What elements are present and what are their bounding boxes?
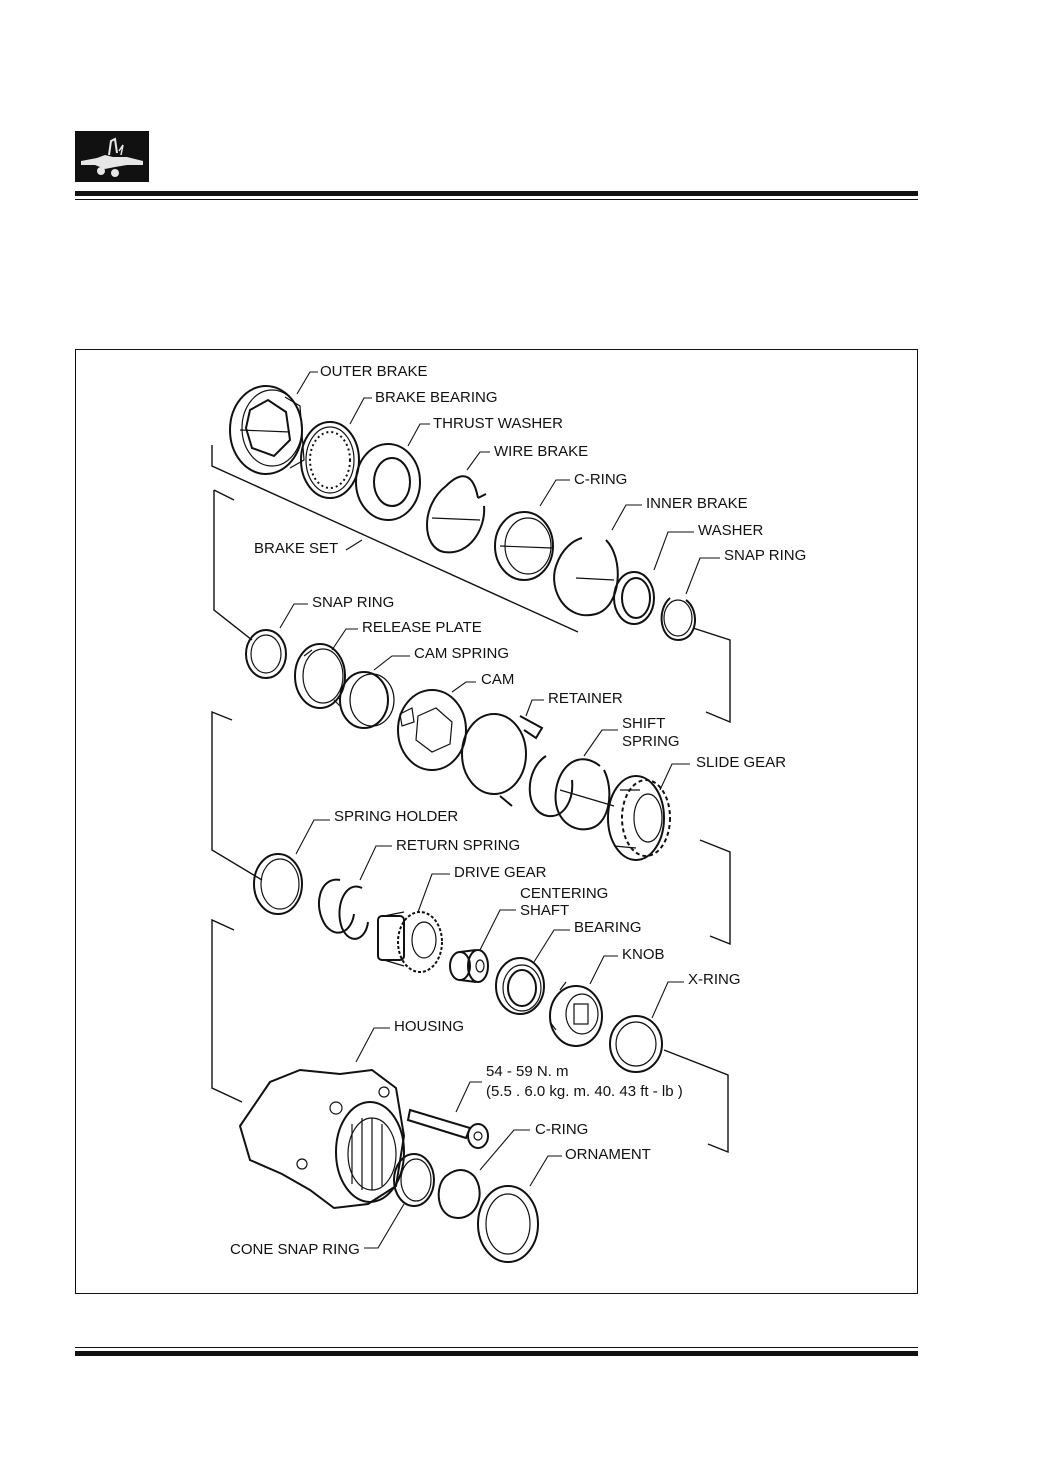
- leader-lines: [279, 371, 720, 1249]
- bolt-part: [406, 1108, 489, 1149]
- label-bearing: BEARING: [574, 919, 642, 936]
- housing-part: [238, 1068, 406, 1210]
- label-torque-line1: 54 - 59 N. m: [486, 1063, 569, 1080]
- company-logo: [75, 131, 149, 182]
- header-rule-thick: [75, 191, 918, 196]
- footer-rule-thin: [75, 1347, 918, 1348]
- header-rule-thin: [75, 199, 918, 200]
- outer-brake-part: [229, 385, 305, 475]
- label-knob: KNOB: [622, 946, 665, 963]
- label-wire-brake: WIRE BRAKE: [494, 443, 588, 460]
- label-drive-gear: DRIVE GEAR: [454, 864, 547, 881]
- label-c-ring-bottom: C-RING: [535, 1121, 588, 1138]
- label-return-spring: RETURN SPRING: [396, 837, 520, 854]
- inner-brake-part: [553, 537, 619, 617]
- label-torque-line2: (5.5 . 6.0 kg. m. 40. 43 ft - lb ): [486, 1083, 683, 1100]
- label-brake-bearing: BRAKE BEARING: [375, 389, 498, 406]
- ornament-part: [477, 1185, 539, 1263]
- brake-bearing-part: [300, 421, 360, 499]
- snap-ring-top-part: [660, 597, 697, 642]
- label-housing: HOUSING: [394, 1018, 464, 1035]
- label-thrust-washer: THRUST WASHER: [433, 415, 563, 432]
- c-ring-bottom-part: [437, 1169, 481, 1220]
- label-shift-spring-line1: SHIFT: [622, 715, 665, 732]
- knob-part: [549, 981, 603, 1047]
- label-cone-snap-ring: CONE SNAP RING: [230, 1241, 360, 1258]
- spring-holder-part: [253, 853, 303, 915]
- centering-shaft-part: [449, 949, 489, 983]
- label-outer-brake: OUTER BRAKE: [320, 363, 428, 380]
- label-cam: CAM: [481, 671, 514, 688]
- washer-part: [613, 571, 655, 625]
- cone-snap-ring-part: [393, 1153, 435, 1207]
- label-snap-ring-mid: SNAP RING: [312, 594, 394, 611]
- label-cam-spring: CAM SPRING: [414, 645, 509, 662]
- cam-part: [397, 689, 467, 771]
- drive-gear-part: [377, 911, 443, 973]
- slide-gear-part: [607, 775, 671, 861]
- label-ornament: ORNAMENT: [565, 1146, 651, 1163]
- snap-ring-mid-part: [245, 629, 287, 679]
- figure-frame: [75, 349, 918, 1294]
- label-c-ring-top: C-RING: [574, 471, 627, 488]
- return-spring-part: [317, 878, 369, 940]
- thrust-washer-part: [355, 443, 421, 521]
- label-retainer: RETAINER: [548, 690, 623, 707]
- label-brake-set: BRAKE SET: [254, 540, 338, 557]
- row-brackets: [211, 445, 731, 1154]
- cam-spring-part: [339, 671, 395, 729]
- label-centering-shaft-line2: SHAFT: [520, 902, 569, 919]
- label-inner-brake: INNER BRAKE: [646, 495, 748, 512]
- label-shift-spring-line2: SPRING: [622, 733, 680, 750]
- label-release-plate: RELEASE PLATE: [362, 619, 482, 636]
- wire-brake-part: [426, 475, 487, 554]
- shift-spring-part: [528, 755, 615, 831]
- retainer-part: [461, 713, 544, 807]
- label-centering-shaft-line1: CENTERING: [520, 885, 608, 902]
- release-plate-part: [294, 643, 346, 709]
- footer-rule-thick: [75, 1351, 918, 1356]
- c-ring-top-part: [494, 511, 554, 581]
- label-spring-holder: SPRING HOLDER: [334, 808, 458, 825]
- bearing-part: [495, 957, 545, 1015]
- label-washer: WASHER: [698, 522, 763, 539]
- part-labels: OUTER BRAKE BRAKE BEARING THRUST WASHER …: [230, 363, 806, 1258]
- x-ring-part: [609, 1015, 663, 1073]
- label-slide-gear: SLIDE GEAR: [696, 754, 786, 771]
- label-snap-ring-top: SNAP RING: [724, 547, 806, 564]
- label-x-ring: X-RING: [688, 971, 741, 988]
